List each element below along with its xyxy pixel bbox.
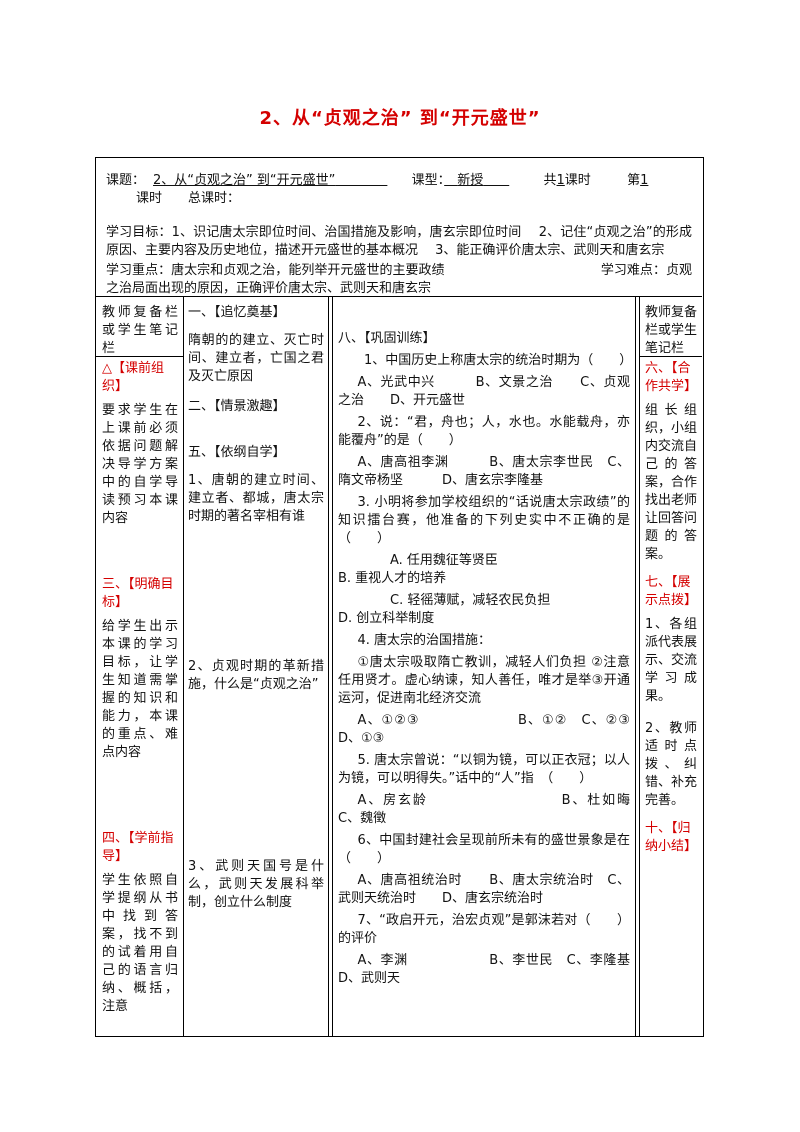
- type-label: 课型：: [411, 173, 445, 188]
- col-divider-1: [183, 296, 184, 1036]
- header-key-points: 学习重点：唐太宗和贞观之治，能列举开元盛世的主要政绩 学习难点：贞观之治局面出现…: [106, 263, 692, 296]
- right-s1-title: 六、【合作共学】: [645, 361, 698, 394]
- left-s1-title: △【课前组织】: [102, 361, 164, 394]
- main-q7-options: A、李渊 B、李世民 C、李隆基 D、武则天: [338, 953, 657, 986]
- main-title: 八、【巩固训练】: [338, 331, 436, 346]
- left-s3: 四、【学前指导】 学生依照自学提纲从书中找到答案，找不到的试着用自己的语言归纳、…: [102, 830, 178, 1016]
- lesson-table: 课题：2、从“贞观之治” 到“开元盛世” 课型： 新授 共1课时 第1 课时 总…: [95, 157, 704, 1037]
- left-s2-text: 给学生出示本课的学习目标，让学生知道需掌握的知识和能力，本课的重点、难点内容: [102, 619, 178, 760]
- main-q4-text: ①唐太宗吸取隋亡教训，减轻人们负担 ②注意任用贤才。虚心纳谏，知人善任，唯才是举…: [338, 655, 630, 706]
- total-value: 1: [556, 173, 565, 188]
- mid-q2: 2、贞观时期的革新措施，什么是“贞观之治”: [188, 659, 324, 692]
- mid-s1-title: 一、【追忆奠基】: [188, 305, 286, 320]
- left-s3-title: 四、【学前指导】: [102, 831, 174, 864]
- left-s2-title: 三、【明确目标】: [102, 577, 174, 610]
- main-q4: 4. 唐太宗的治国措施：: [357, 633, 492, 648]
- header-hours-line: 课时 总课时：: [136, 191, 241, 206]
- col-divider-2: [328, 296, 329, 1036]
- main-q1-options: A、光武中兴 B、文景之治 C、贞观之治 D、开元盛世: [338, 375, 630, 408]
- mid-column-body: 一、【追忆奠基】 隋朝的的建立、灭亡时间、建立者，亡国之君及灭亡原因 二、【情景…: [188, 304, 324, 526]
- mid-s1-text: 隋朝的的建立、灭亡时间、建立者，亡国之君及灭亡原因: [188, 333, 324, 384]
- left-s2: 三、【明确目标】 给学生出示本课的学习目标，让学生知道需掌握的知识和能力，本课的…: [102, 576, 178, 762]
- left-s1-text: 要求学生在上课前必须依据问题解决导学方案中的自学导读预习本课内容: [102, 403, 178, 526]
- main-q7: 7、“政启开元，治宏贞观”是郭沫若对（ ）的评价: [338, 913, 630, 946]
- main-q3-d: D. 创立科举制度: [338, 611, 435, 626]
- main-column-body: 八、【巩固训练】 1、中国历史上称唐太宗的统治时期为（ ） A、光武中兴 B、文…: [338, 330, 670, 992]
- nth-pre: 第: [627, 173, 641, 188]
- main-q2: 2、说：“君，舟也；人，水也。水能载舟，亦能覆舟”的是（ ）: [338, 415, 630, 448]
- divider-header: [96, 296, 702, 297]
- left-heading: 教师复备栏或学生笔记栏: [102, 305, 178, 356]
- main-q5-options: A、房玄龄 B、杜如晦 C、魏徵: [338, 793, 644, 826]
- main-q3-c: C. 轻徭薄赋，减轻农民负担: [390, 593, 551, 608]
- mid-s2-title: 二、【情景激趣】: [188, 399, 286, 414]
- main-q3-b: B. 重视人才的培养: [338, 571, 447, 586]
- header-objectives: 学习目标：1、识记唐太宗即位时间、治国措施及影响，唐玄宗即位时间 2、记住“贞观…: [106, 225, 692, 258]
- left-s3-text: 学生依照自学提纲从书中找到答案，找不到的试着用自己的语言归纳、概括，注意: [102, 873, 178, 1014]
- header-lesson-line: 课题：2、从“贞观之治” 到“开元盛世” 课型： 新授 共1课时 第1: [96, 172, 702, 190]
- mid-q1: 1、唐朝的建立时间、建立者、都城，唐太宗时期的著名宰相有谁: [188, 473, 324, 524]
- total-pre: 共: [543, 173, 557, 188]
- right-column-body: 六、【合作共学】 组长组织，小组内交流自己的答案，合作找出老师让回答问题的答案。…: [645, 360, 697, 856]
- main-q6-options: A、唐高祖统治时 B、唐太宗统治时 C、武则天统治时 D、唐玄宗统治时: [338, 873, 630, 906]
- main-q3-a: A. 任用魏征等贤臣: [390, 553, 498, 568]
- main-q3: 3. 小明将参加学校组织的“话说唐太宗政绩”的知识擂台赛，他准备的下列史实中不正…: [338, 495, 630, 546]
- main-q6: 6、中国封建社会呈现前所未有的盛世景象是在（ ）: [338, 833, 630, 866]
- lesson-label: 课题：: [106, 173, 146, 188]
- main-q1: 1、中国历史上称唐太宗的统治时期为（ ）: [364, 353, 633, 368]
- left-column-body: △【课前组织】 要求学生在上课前必须依据问题解决导学方案中的自学导读预习本课内容: [102, 360, 178, 528]
- main-q2-options: A、唐高祖李渊 B、唐太宗李世民 C、隋文帝杨坚 D、唐玄宗李隆基: [338, 455, 630, 488]
- lesson-value: 2、从“贞观之治” 到“开元盛世”: [153, 173, 336, 188]
- mid-q3: 3、武则天国号是什么，武则天发展科举制，创立什么制度: [188, 859, 324, 910]
- col-divider-3: [332, 296, 333, 1036]
- right-s2-text: 1、各组派代表展示、交流学习成果。: [645, 617, 698, 704]
- type-value: 新授: [457, 173, 484, 188]
- col-divider-4: [635, 296, 636, 1036]
- total-post: 课时: [564, 173, 591, 188]
- right-s2-text2: 2、教师适时点拨、纠错、补充完善。: [645, 721, 698, 808]
- col-divider-5: [639, 296, 640, 1036]
- divider-right-heading: [639, 356, 702, 357]
- mid-s3-title: 五、【依纲自学】: [188, 445, 286, 460]
- right-heading: 教师复备栏或学生笔记栏: [645, 305, 698, 356]
- right-s3-title: 十、【归纳小结】: [645, 821, 698, 854]
- right-s1-text: 组长组织，小组内交流自己的答案，合作找出老师让回答问题的答案。: [645, 403, 698, 562]
- main-q5: 5. 唐太宗曾说：“以铜为镜，可以正衣冠；以人为镜，可以明得失。”话中的“人”指…: [338, 753, 630, 786]
- divider-left-heading: [96, 356, 183, 357]
- right-s2-title: 七、【展示点拨】: [645, 575, 698, 608]
- nth-value: 1: [640, 173, 649, 188]
- main-q4-options: A、①②③ B、①② C、②③ D、①③: [338, 713, 670, 746]
- page-title: 2、从“贞观之治” 到“开元盛世”: [259, 108, 541, 129]
